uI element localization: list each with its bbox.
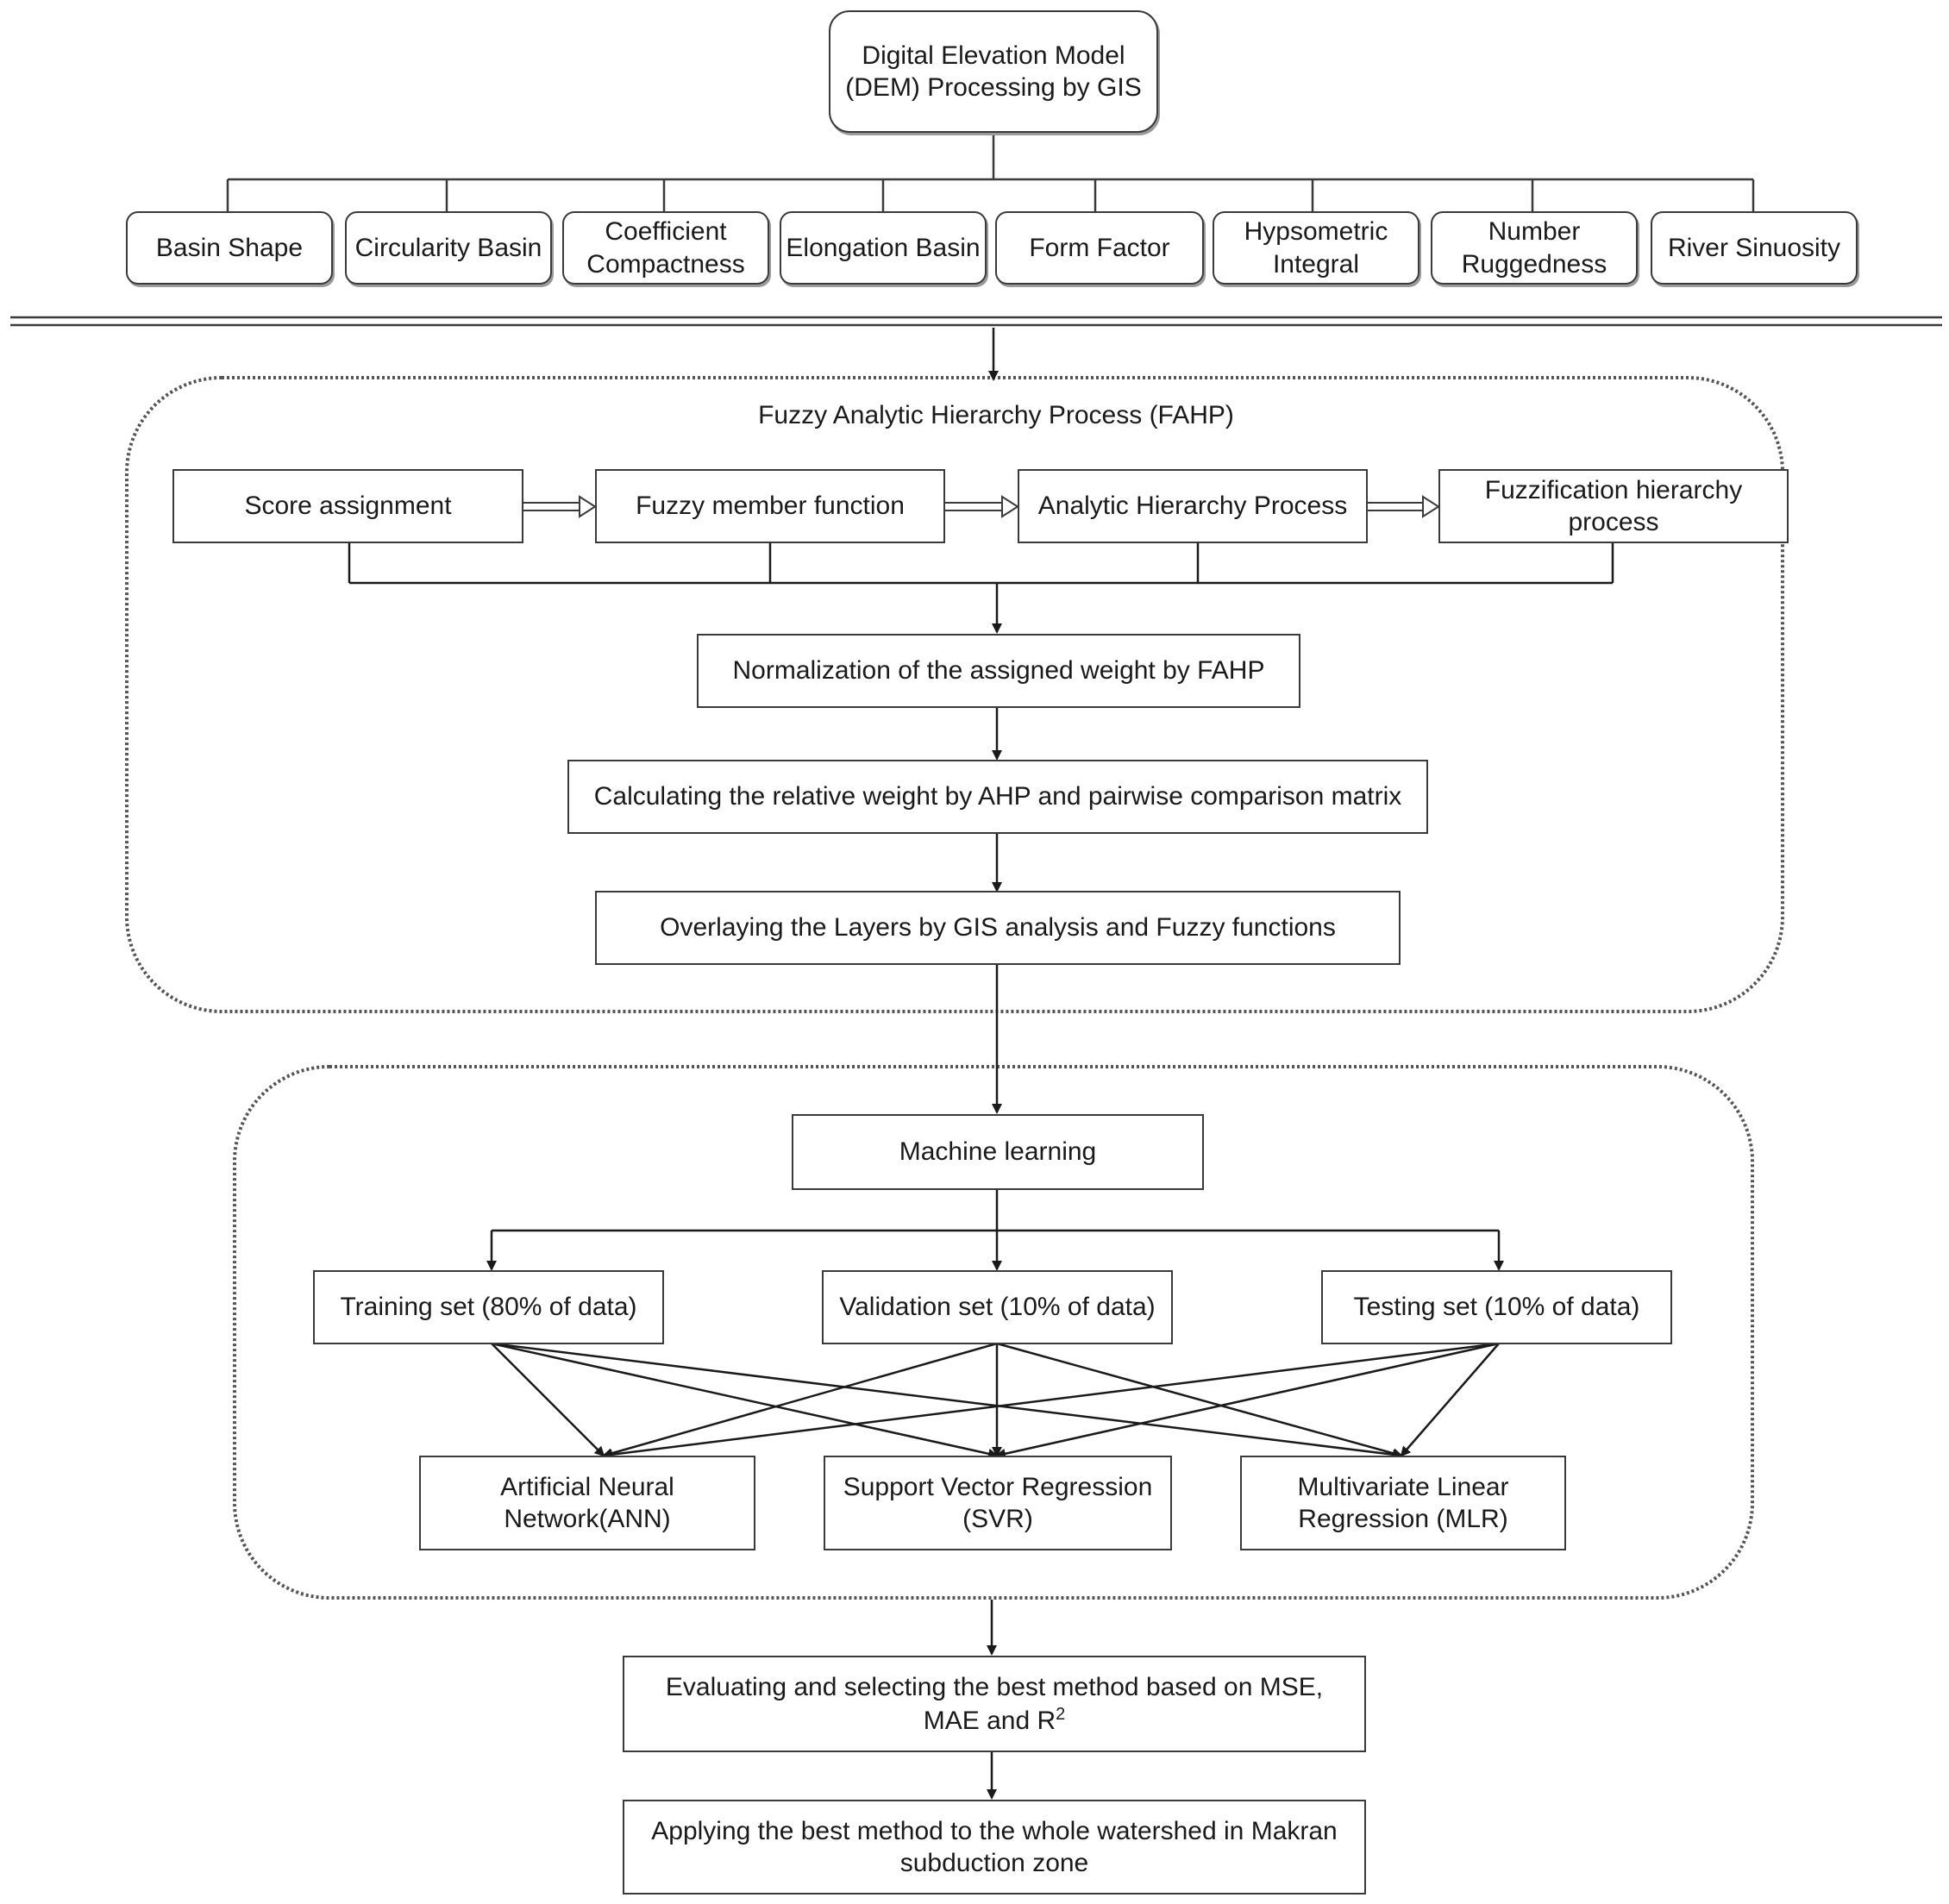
- testing-set-box: Testing set (10% of data): [1321, 1270, 1672, 1344]
- fahp-step-analytic-hierarchy-process: Analytic Hierarchy Process: [1018, 469, 1368, 543]
- fahp-group-frame: [125, 376, 1784, 1013]
- param-number-ruggedness: Number Ruggedness: [1431, 211, 1638, 285]
- dem-tree-connectors: [226, 134, 1755, 211]
- param-hypsometric-integral: Hypsometric Integral: [1213, 211, 1419, 285]
- flow-arrows: [348, 328, 1614, 1800]
- param-basin-shape: Basin Shape: [126, 211, 333, 285]
- dem-line-2: (DEM) Processing by GIS: [845, 73, 1142, 102]
- model-ann-box: Artificial Neural Network(ANN): [419, 1456, 755, 1550]
- evaluate-box: Evaluating and selecting the best method…: [623, 1656, 1366, 1752]
- param-form-factor: Form Factor: [995, 211, 1204, 285]
- model-svr-box: Support Vector Regression (SVR): [824, 1456, 1172, 1550]
- evaluate-line-2: MAE and R: [923, 1706, 1056, 1735]
- machine-learning-box: Machine learning: [792, 1114, 1204, 1190]
- param-circularity-basin: Circularity Basin: [345, 211, 552, 285]
- fahp-step-fuzzification-hierarchy: Fuzzification hierarchy process: [1438, 469, 1789, 543]
- training-set-box: Training set (80% of data): [313, 1270, 664, 1344]
- r-squared-exponent: 2: [1056, 1704, 1066, 1724]
- param-elongation-basin: Elongation Basin: [780, 211, 987, 285]
- fahp-step-fuzzy-member-function: Fuzzy member function: [595, 469, 945, 543]
- validation-set-box: Validation set (10% of data): [822, 1270, 1173, 1344]
- fahp-title: Fuzzy Analytic Hierarchy Process (FAHP): [758, 401, 1234, 429]
- fahp-step-score-assignment: Score assignment: [172, 469, 523, 543]
- model-mlr-box: Multivariate Linear Regression (MLR): [1240, 1456, 1566, 1550]
- ml-group-frame: [233, 1065, 1754, 1600]
- overlay-box: Overlaying the Layers by GIS analysis an…: [595, 891, 1401, 965]
- dem-processing-box: Digital Elevation Model (DEM) Processing…: [829, 10, 1158, 133]
- normalization-box: Normalization of the assigned weight by …: [697, 634, 1300, 708]
- dem-line-1: Digital Elevation Model: [862, 41, 1125, 70]
- relative-weight-box: Calculating the relative weight by AHP a…: [567, 760, 1428, 834]
- param-river-sinuosity: River Sinuosity: [1651, 211, 1858, 285]
- param-coefficient-compactness: Coefficient Compactness: [562, 211, 769, 285]
- section-separator: [10, 316, 1942, 327]
- apply-box: Applying the best method to the whole wa…: [623, 1800, 1366, 1895]
- fahp-step-hollow-arrows: [523, 495, 1440, 518]
